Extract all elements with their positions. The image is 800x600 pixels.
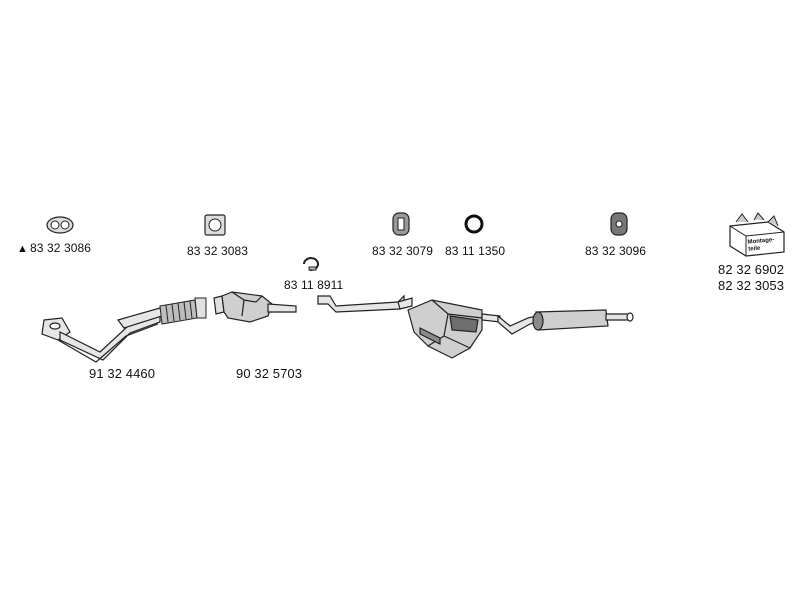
rear-silencer-drawing <box>497 309 634 335</box>
part-label-front-pipe: 91 32 4460 <box>89 366 156 381</box>
flange-gasket-icon <box>204 214 226 236</box>
middle-silencer-drawing <box>407 299 501 359</box>
o-ring-icon <box>464 214 484 234</box>
part-label-ring-clamp: ▲83 32 3086 <box>17 241 91 255</box>
part-label-pipe-clamp: 83 11 8911 <box>284 278 344 292</box>
pipe-clamp-icon <box>303 257 319 272</box>
ring-clamp-icon <box>46 216 74 234</box>
part-label-rubber-mount-a: 83 32 3079 <box>372 244 434 258</box>
part-number: 83 32 3086 <box>30 241 92 255</box>
front-pipe-drawing <box>41 307 163 363</box>
flex-pipe-drawing <box>159 297 207 325</box>
rubber-mount-icon <box>392 212 410 236</box>
part-label-mounting-kit-a: 82 32 6902 <box>718 262 785 277</box>
part-label-o-ring: 83 11 1350 <box>445 244 506 258</box>
catalytic-converter-drawing <box>213 291 297 323</box>
triangle-marker: ▲ <box>17 243 28 255</box>
part-label-flange-gasket: 83 32 3083 <box>187 244 249 258</box>
part-label-catalytic-converter: 90 32 5703 <box>236 366 303 381</box>
mid-pipe-drawing <box>317 294 413 313</box>
rubber-hanger-icon <box>610 212 628 236</box>
part-label-mounting-kit-b: 82 32 3053 <box>718 278 785 293</box>
part-label-rubber-mount-b: 83 32 3096 <box>585 244 647 258</box>
mounting-kit-box-icon <box>729 212 785 257</box>
